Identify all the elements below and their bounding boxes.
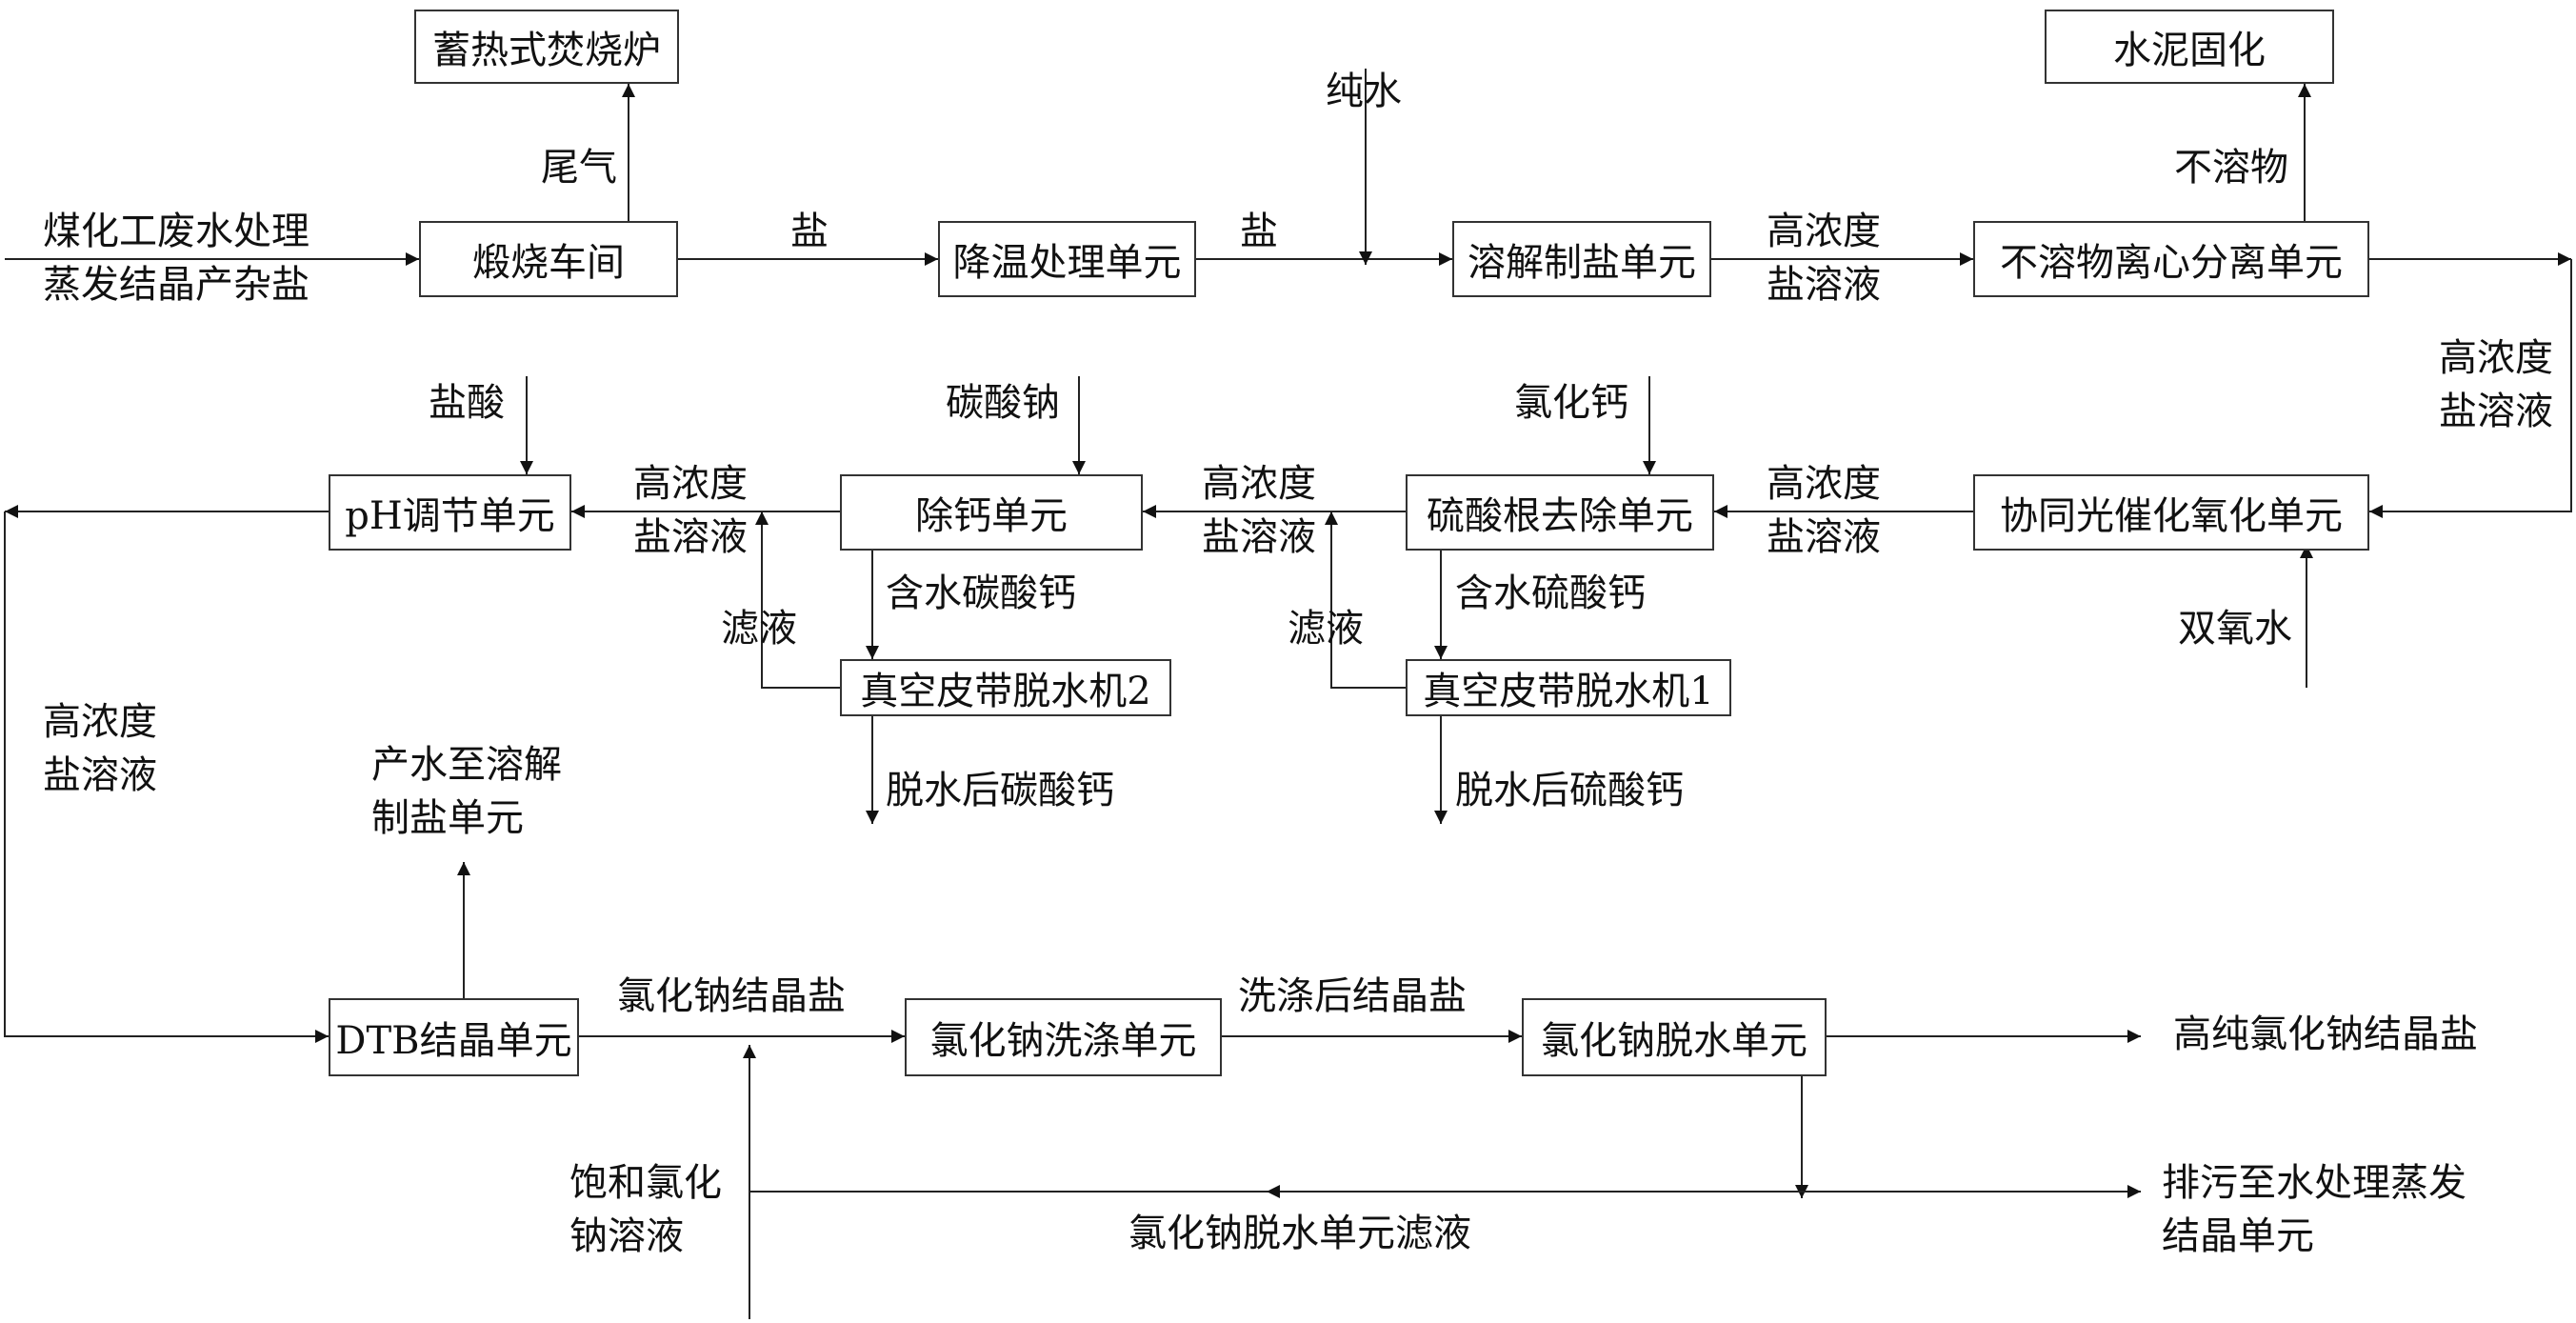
label-hc-photocat: 高浓度 盐溶液 bbox=[1767, 462, 1881, 559]
box-vacuum-belt-2: 真空皮带脱水机2 bbox=[840, 659, 1171, 716]
box-photocat: 协同光催化氧化单元 bbox=[1973, 474, 2369, 551]
box-nacl-dewater: 氯化钠脱水单元 bbox=[1522, 998, 1827, 1076]
label-input: 煤化工废水处理 蒸发结晶产杂盐 bbox=[43, 210, 310, 307]
label-hp-nacl: 高纯氯化钠结晶盐 bbox=[2173, 1012, 2478, 1056]
label-wet-caso4: 含水硫酸钙 bbox=[1455, 571, 1646, 615]
label-saturated-nacl: 饱和氯化 钠溶液 bbox=[569, 1161, 722, 1258]
label-cacl2: 氯化钙 bbox=[1514, 381, 1628, 425]
label-hc-decalc: 高浓度 盐溶液 bbox=[633, 462, 748, 559]
label-water-back: 产水至溶解 制盐单元 bbox=[371, 743, 562, 840]
box-calcine: 煅烧车间 bbox=[419, 221, 678, 297]
label-hc-right: 高浓度 盐溶液 bbox=[2439, 336, 2553, 433]
arrow-right-loop bbox=[2369, 259, 2572, 518]
label-h2o2: 双氧水 bbox=[2178, 607, 2292, 651]
label-filtrate-1: 滤液 bbox=[1288, 607, 1364, 651]
label-nacl-crystal: 氯化钠结晶盐 bbox=[617, 974, 846, 1018]
label-washed-crystal: 洗涤后结晶盐 bbox=[1238, 974, 1467, 1018]
box-insoluble-sep: 不溶物离心分离单元 bbox=[1973, 221, 2369, 297]
box-sulfate-removal: 硫酸根去除单元 bbox=[1406, 474, 1714, 551]
label-discharge: 排污至水处理蒸发 结晶单元 bbox=[2162, 1161, 2466, 1258]
label-filtrate-2: 滤液 bbox=[721, 607, 797, 651]
box-dtb: DTB结晶单元 bbox=[329, 998, 579, 1076]
arrow-vac1-filtrate bbox=[1325, 511, 1406, 689]
label-hc-sulfate: 高浓度 盐溶液 bbox=[1202, 462, 1316, 559]
label-hcl: 盐酸 bbox=[429, 381, 505, 425]
label-hc-left: 高浓度 盐溶液 bbox=[43, 700, 157, 797]
label-insoluble: 不溶物 bbox=[2174, 146, 2288, 190]
label-dewater-filtrate: 氯化钠脱水单元滤液 bbox=[1128, 1212, 1471, 1255]
label-na2co3: 碳酸钠 bbox=[946, 381, 1060, 425]
label-salt-a: 盐 bbox=[790, 210, 829, 253]
label-tail-gas: 尾气 bbox=[541, 146, 617, 190]
label-dry-caco3: 脱水后碳酸钙 bbox=[886, 769, 1114, 812]
box-nacl-wash: 氯化钠洗涤单元 bbox=[905, 998, 1222, 1076]
box-decalc: 除钙单元 bbox=[840, 474, 1143, 551]
label-dry-caso4: 脱水后硫酸钙 bbox=[1455, 769, 1684, 812]
box-dissolve: 溶解制盐单元 bbox=[1452, 221, 1711, 297]
box-cooling: 降温处理单元 bbox=[938, 221, 1196, 297]
box-vacuum-belt-1: 真空皮带脱水机1 bbox=[1406, 659, 1731, 716]
box-cement: 水泥固化 bbox=[2045, 10, 2334, 84]
label-hc-dissolve: 高浓度 盐溶液 bbox=[1767, 210, 1881, 307]
arrow-left-loop bbox=[4, 511, 329, 1043]
label-wet-caco3: 含水碳酸钙 bbox=[886, 571, 1076, 615]
label-salt-b: 盐 bbox=[1240, 210, 1278, 253]
box-rto: 蓄热式焚烧炉 bbox=[414, 10, 679, 84]
box-ph: pH调节单元 bbox=[329, 474, 571, 551]
arrow-vac2-filtrate bbox=[755, 511, 840, 689]
label-pure-water: 纯水 bbox=[1326, 70, 1402, 113]
